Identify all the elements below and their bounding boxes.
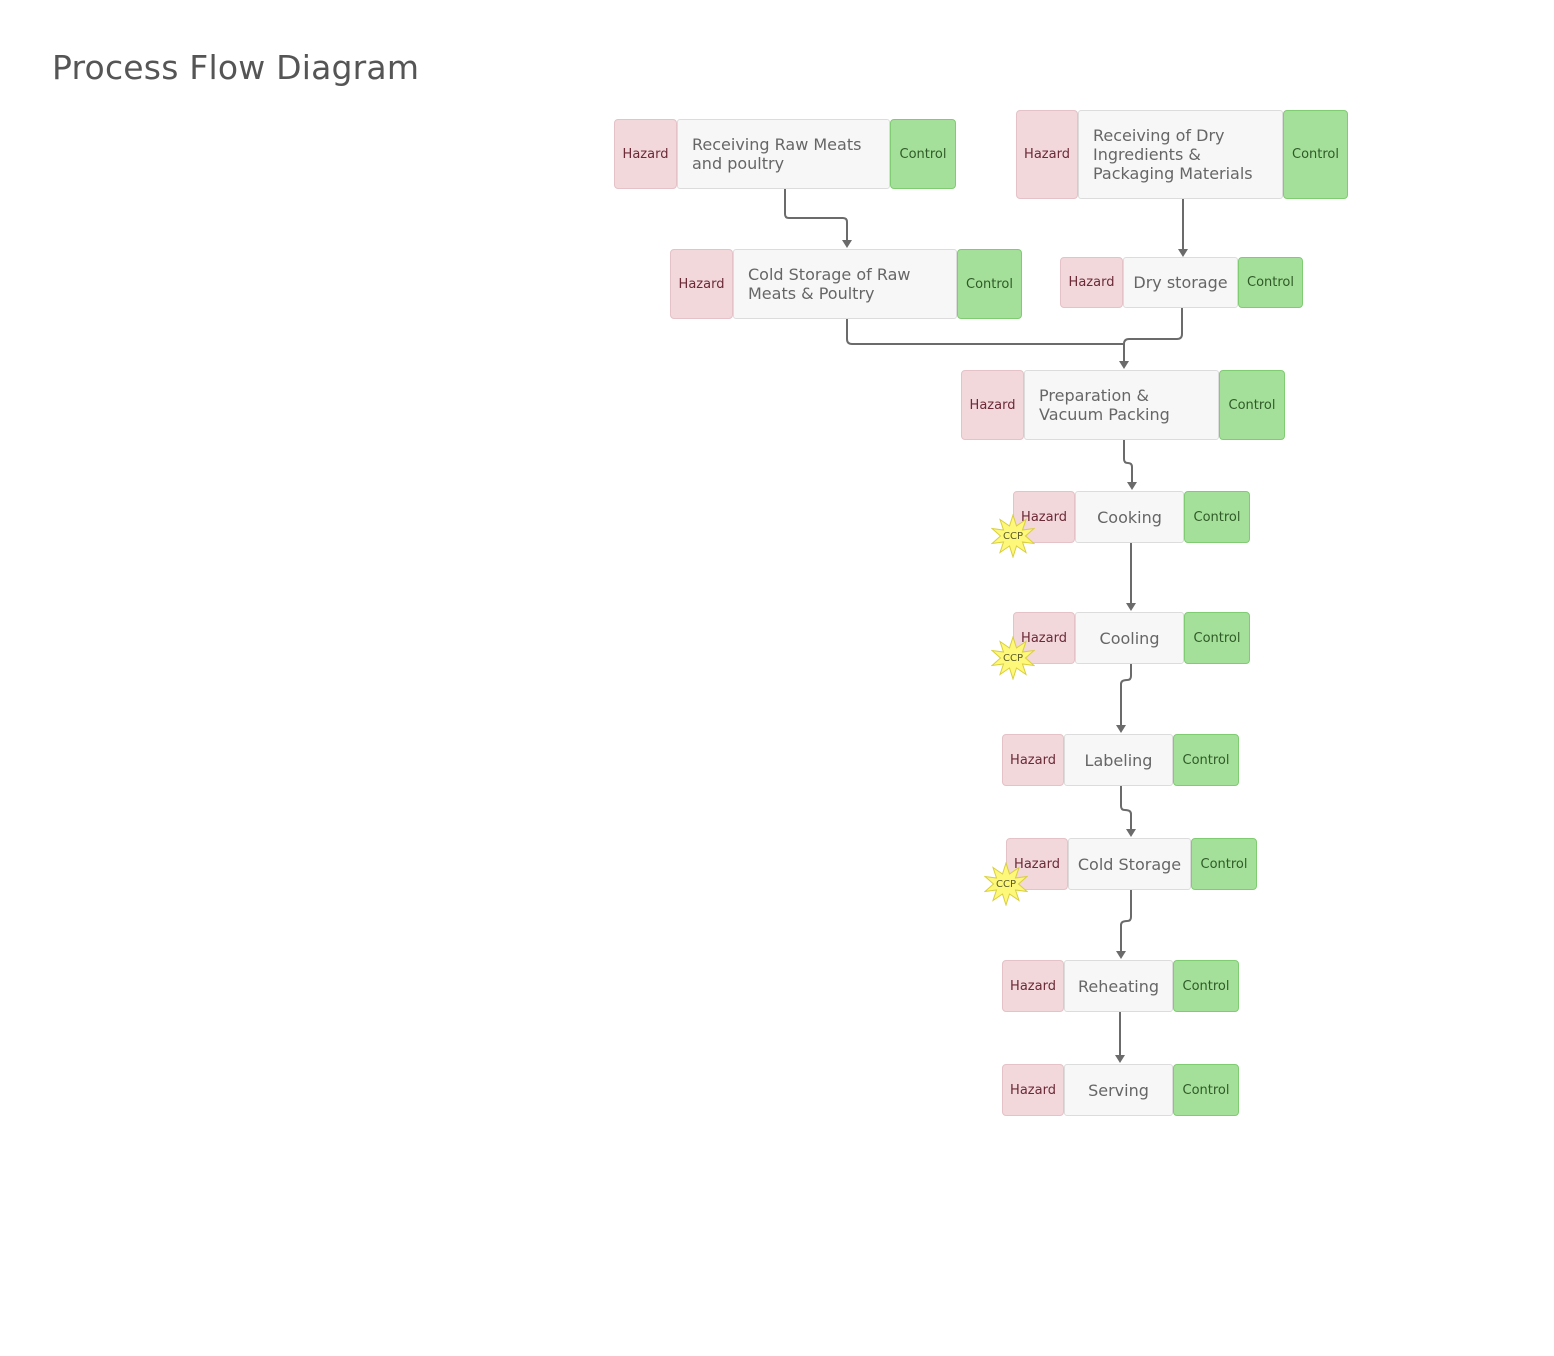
hazard-box[interactable]: Hazard — [1002, 1064, 1064, 1116]
control-box[interactable]: Control — [890, 119, 956, 189]
step-prep-vacuum: Hazard Preparation & Vacuum Packing Cont… — [961, 370, 1285, 440]
hazard-box[interactable]: Hazard — [1016, 110, 1078, 199]
starburst-icon — [991, 636, 1035, 680]
step-receiving-dry: Hazard Receiving of Dry Ingredients & Pa… — [1016, 110, 1348, 199]
ccp-label: CCP — [1003, 652, 1023, 664]
control-box[interactable]: Control — [1184, 612, 1250, 664]
control-box[interactable]: Control — [1238, 257, 1303, 308]
ccp-starburst-icon[interactable]: CCP — [991, 636, 1035, 680]
control-box[interactable]: Control — [957, 249, 1022, 319]
process-box[interactable]: Reheating — [1064, 960, 1173, 1012]
process-box[interactable]: Dry storage — [1123, 257, 1238, 308]
process-box[interactable]: Cooking — [1075, 491, 1184, 543]
hazard-box[interactable]: Hazard — [1060, 257, 1123, 308]
ccp-starburst-icon[interactable]: CCP — [991, 514, 1035, 558]
control-box[interactable]: Control — [1173, 1064, 1239, 1116]
starburst-icon — [984, 862, 1028, 906]
process-box[interactable]: Cold Storage — [1068, 838, 1191, 890]
control-box[interactable]: Control — [1173, 734, 1239, 786]
flow-dry-storage-to-prep — [1123, 308, 1183, 361]
control-box[interactable]: Control — [1219, 370, 1285, 440]
flow-cold-storage-raw-to-prep — [846, 319, 1123, 345]
step-receiving-raw: Hazard Receiving Raw Meats and poultry C… — [614, 119, 956, 189]
arrowhead — [1116, 951, 1126, 959]
ccp-label: CCP — [996, 878, 1016, 890]
hazard-label: Hazard — [1021, 509, 1067, 525]
control-box[interactable]: Control — [1283, 110, 1348, 199]
process-box[interactable]: Cooling — [1075, 612, 1184, 664]
hazard-label: Hazard — [1014, 856, 1060, 872]
process-box[interactable]: Serving — [1064, 1064, 1173, 1116]
arrowhead — [1126, 829, 1136, 837]
arrowhead — [842, 240, 852, 248]
hazard-box[interactable]: Hazard — [614, 119, 677, 189]
arrowhead — [1126, 603, 1136, 611]
step-cooking: Hazard Cooking Control — [1013, 491, 1250, 543]
control-box[interactable]: Control — [1173, 960, 1239, 1012]
page-title: Process Flow Diagram — [52, 48, 420, 87]
arrowhead — [1178, 249, 1188, 257]
hazard-box[interactable]: Hazard — [670, 249, 733, 319]
arrowhead — [1115, 1055, 1125, 1063]
flow-labeling-to-cold-storage — [1120, 786, 1132, 829]
control-box[interactable]: Control — [1191, 838, 1257, 890]
hazard-box[interactable]: Hazard — [1002, 734, 1064, 786]
hazard-box[interactable]: Hazard — [1002, 960, 1064, 1012]
process-box[interactable]: Receiving Raw Meats and poultry — [677, 119, 890, 189]
step-labeling: Hazard Labeling Control — [1002, 734, 1239, 786]
flow-prep-to-cooking — [1123, 440, 1133, 482]
arrowhead — [1127, 482, 1137, 490]
ccp-starburst-icon[interactable]: CCP — [984, 862, 1028, 906]
step-serving: Hazard Serving Control — [1002, 1064, 1239, 1116]
step-cooling: Hazard Cooling Control — [1013, 612, 1250, 664]
flow-receiving-raw-to-cold-storage-raw — [784, 189, 848, 240]
step-reheating: Hazard Reheating Control — [1002, 960, 1239, 1012]
control-box[interactable]: Control — [1184, 491, 1250, 543]
hazard-label: Hazard — [1021, 630, 1067, 646]
arrowhead — [1116, 725, 1126, 733]
step-cold-storage-raw: Hazard Cold Storage of Raw Meats & Poult… — [670, 249, 1022, 319]
arrowhead — [1119, 361, 1129, 369]
process-box[interactable]: Cold Storage of Raw Meats & Poultry — [733, 249, 957, 319]
step-dry-storage: Hazard Dry storage Control — [1060, 257, 1303, 308]
process-box[interactable]: Preparation & Vacuum Packing — [1024, 370, 1219, 440]
process-box[interactable]: Labeling — [1064, 734, 1173, 786]
flow-cold-storage-to-reheating — [1120, 890, 1132, 951]
process-box[interactable]: Receiving of Dry Ingredients & Packaging… — [1078, 110, 1283, 199]
flow-cooling-to-labeling — [1120, 664, 1132, 725]
starburst-icon — [991, 514, 1035, 558]
ccp-label: CCP — [1003, 530, 1023, 542]
step-cold-storage: Hazard Cold Storage Control — [1006, 838, 1257, 890]
hazard-box[interactable]: Hazard — [961, 370, 1024, 440]
